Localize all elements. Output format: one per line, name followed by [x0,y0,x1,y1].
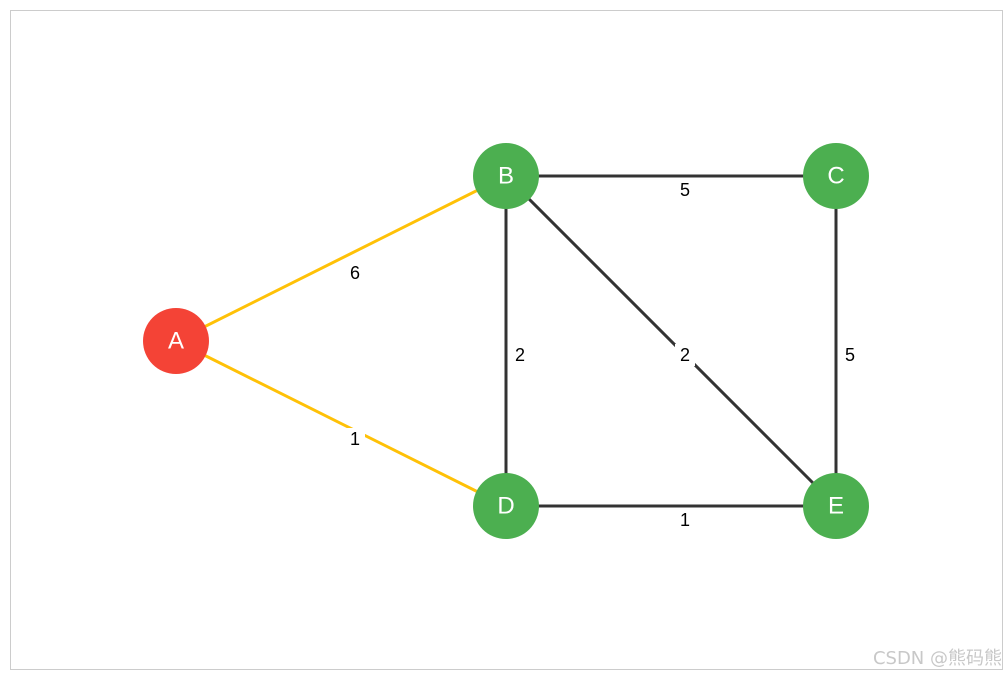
edge-weight-a-b: 6 [350,263,360,283]
edge-weight-c-e: 5 [845,345,855,365]
edge-weight-a-d: 1 [350,429,360,449]
edge-label-background [345,262,365,284]
node-circle-d [473,473,539,539]
node-label-a: A [168,328,184,355]
watermark-text: CSDN @熊码熊 [872,648,1002,669]
edge-weight-b-d: 2 [515,345,525,365]
node-circle-e [803,473,869,539]
node-circle-b [473,143,539,209]
edge-label-background [675,509,695,531]
node-label-c: C [827,163,844,190]
edges-layer: 6 1 5 2 2 5 1 [175,174,860,531]
edge-weight-b-e: 2 [680,345,690,365]
node-label-e: E [828,493,844,520]
node-a: A [143,308,209,374]
node-label-b: B [498,163,514,190]
node-d: D [473,473,539,539]
edge-label-background [675,344,695,366]
edge-label-background [840,344,860,366]
node-label-d: D [497,493,514,520]
edge-label-background [675,179,695,201]
edge-label-background [345,428,365,450]
edge-a-b [175,174,507,343]
edge-weight-b-c: 5 [680,180,690,200]
nodes-layer: A B C D E [143,143,869,539]
node-c: C [803,143,869,209]
edge-a-d [175,339,507,508]
node-circle-a [143,308,209,374]
edge-weight-d-e: 1 [680,510,690,530]
node-circle-c [803,143,869,209]
node-b: B [473,143,539,209]
edge-b-e [504,174,838,508]
node-e: E [803,473,869,539]
edge-label-background [510,344,530,366]
